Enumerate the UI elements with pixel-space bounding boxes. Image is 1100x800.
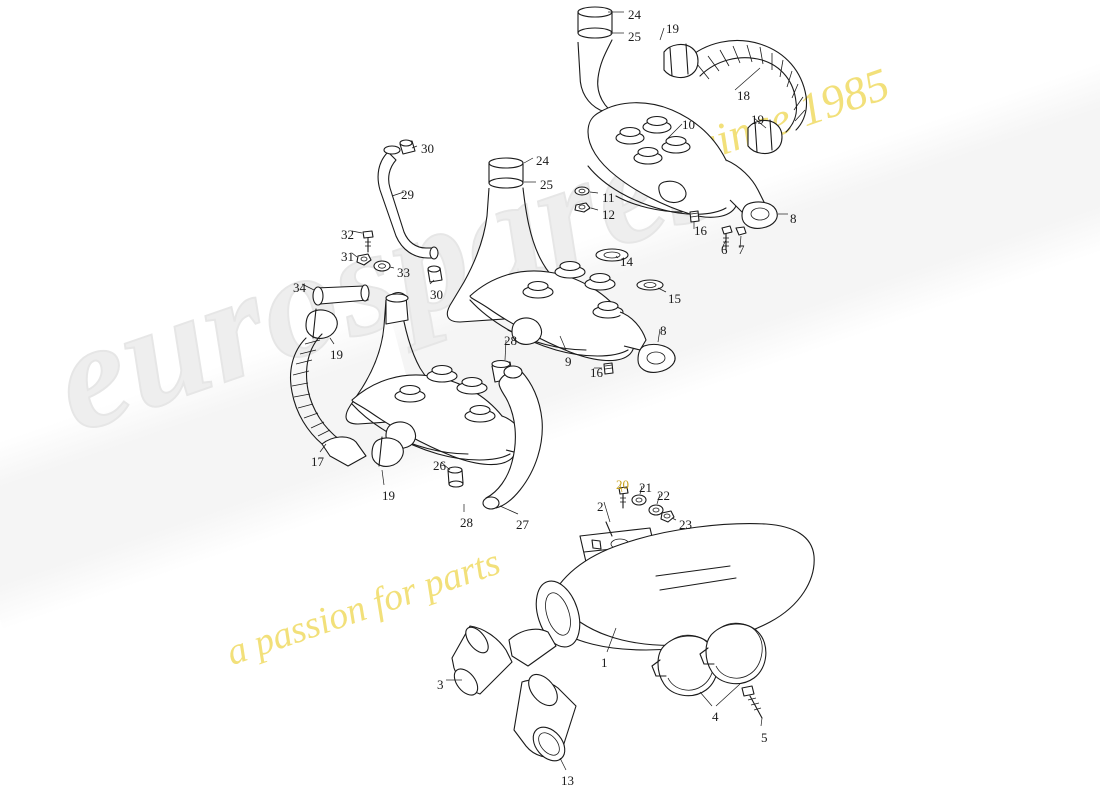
- callout-18: 18: [737, 88, 750, 103]
- part-pipe-34: [312, 284, 370, 306]
- callout-1: 1: [601, 655, 608, 670]
- callout-16b: 16: [590, 365, 603, 380]
- callout-9: 9: [565, 354, 572, 369]
- callout-29: 29: [401, 187, 414, 202]
- callout-8b: 8: [660, 323, 667, 338]
- callout-26: 26: [433, 458, 446, 473]
- part-clamp-4-left: [651, 634, 719, 697]
- part-nut-31: [356, 253, 372, 266]
- callout-19a: 19: [666, 21, 679, 36]
- callout-22: 22: [657, 488, 670, 503]
- part-gasket-8-middle: [637, 343, 676, 373]
- callout-33: 33: [397, 265, 410, 280]
- callout-7: 7: [738, 242, 745, 257]
- callout-6: 6: [721, 242, 728, 257]
- leader-line-20: [619, 483, 623, 493]
- part-washer-21: [631, 494, 647, 506]
- part-washer-33: [373, 260, 391, 272]
- callout-4: 4: [712, 709, 719, 724]
- part-clamp-4-right: [699, 622, 767, 685]
- callout-28a: 28: [504, 333, 517, 348]
- callout-5: 5: [761, 730, 768, 745]
- part-inlet-pipe-3: [451, 625, 513, 696]
- part-heat-exchanger-lower: [345, 291, 529, 466]
- callout-17: 17: [311, 454, 324, 469]
- part-nut-11: [574, 186, 590, 196]
- part-nut-23: [660, 510, 675, 523]
- callout-31: 31: [341, 249, 354, 264]
- callout-2: 2: [597, 499, 604, 514]
- part-pipe-29: [377, 145, 439, 260]
- callout-28b: 28: [460, 515, 473, 530]
- part-ring-15: [636, 279, 664, 291]
- part-gasket-14: [595, 248, 629, 262]
- callout-11: 11: [602, 190, 615, 205]
- part-clamp-19-lower: [371, 436, 404, 467]
- part-nut-7: [735, 226, 747, 236]
- callout-14: 14: [620, 254, 633, 269]
- callout-34: 34: [293, 280, 306, 295]
- callout-30b: 30: [430, 287, 443, 302]
- callout-19d: 19: [382, 488, 395, 503]
- part-heat-exchanger-upper: [577, 6, 767, 223]
- callout-19c: 19: [330, 347, 343, 362]
- callout-10: 10: [682, 117, 695, 132]
- part-bolt-16-upper: [689, 210, 700, 223]
- part-flex-hose-18: [663, 39, 808, 155]
- part-gasket-8-upper: [741, 201, 778, 229]
- part-muffler-1: [508, 523, 815, 667]
- part-bolt-16-middle: [603, 362, 614, 375]
- callout-20: 20: [616, 477, 629, 492]
- part-bolt-32: [362, 230, 374, 253]
- part-washer-22: [648, 504, 664, 516]
- callout-13: 13: [561, 773, 574, 788]
- part-cap-30-lower: [427, 265, 443, 283]
- callout-25b: 25: [540, 177, 553, 192]
- part-bolt-6: [721, 225, 733, 251]
- callout-3: 3: [437, 677, 444, 692]
- callout-27: 27: [516, 517, 529, 532]
- part-flex-hose-17: [289, 333, 367, 467]
- callout-16a: 16: [694, 223, 707, 238]
- part-washer-12: [574, 202, 591, 213]
- part-screw-5: [741, 685, 763, 719]
- callout-21: 21: [639, 480, 652, 495]
- callout-8a: 8: [790, 211, 797, 226]
- callout-32: 32: [341, 227, 354, 242]
- callout-24b: 24: [536, 153, 549, 168]
- part-tailpipe-13: [513, 673, 577, 762]
- callout-12: 12: [602, 207, 615, 222]
- leader-lines: [301, 11, 788, 771]
- part-clamp-19-left: [305, 308, 338, 339]
- callout-15: 15: [668, 291, 681, 306]
- callout-24a: 24: [628, 7, 641, 22]
- callout-25a: 25: [628, 29, 641, 44]
- callout-23: 23: [679, 517, 692, 532]
- part-pipe-27: [482, 365, 543, 510]
- part-clamp-26: [447, 466, 464, 488]
- callout-19b: 19: [751, 112, 764, 127]
- part-heat-exchanger-middle: [446, 157, 647, 362]
- part-cap-30-upper: [399, 139, 416, 155]
- callout-30a: 30: [421, 141, 434, 156]
